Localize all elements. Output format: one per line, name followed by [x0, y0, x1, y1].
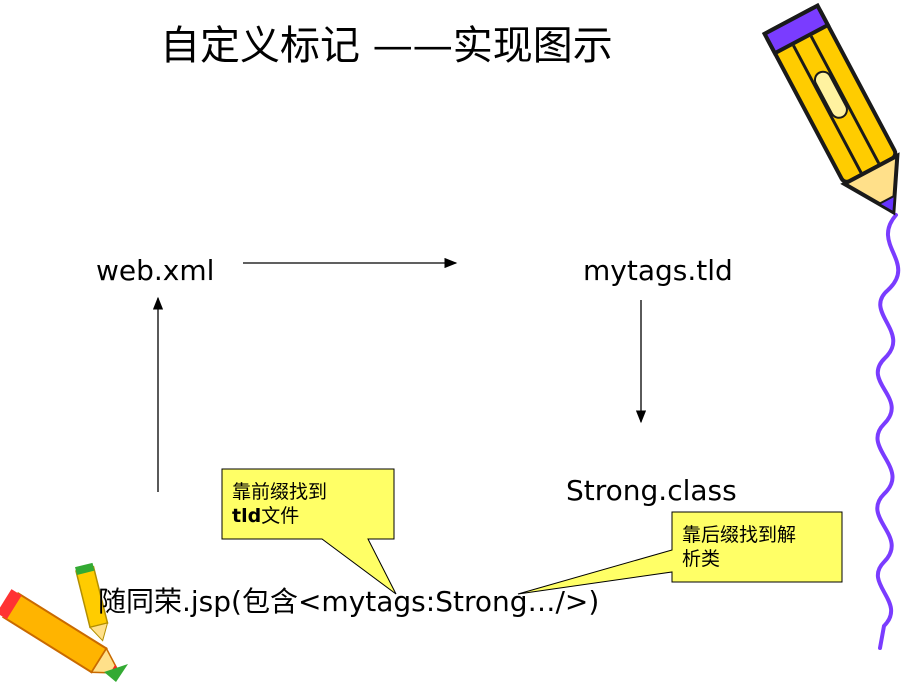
squiggle-line-icon — [875, 213, 901, 650]
callout-suffix-text: 靠后缀找到解 析类 — [682, 523, 796, 571]
node-mytags-tld: mytags.tld — [583, 254, 733, 287]
callout-prefix-line1: 靠前缀找到 — [232, 481, 328, 503]
callout-prefix-rest: 文件 — [261, 505, 300, 527]
slide-title: 自定义标记 ——实现图示 — [160, 23, 613, 69]
callout-prefix-line2: tld文件 — [232, 504, 327, 528]
pencils-bottom-left-icon — [0, 562, 128, 682]
pencil-top-right-icon — [761, 2, 900, 216]
node-web-xml: web.xml — [96, 254, 215, 287]
node-strong-class: Strong.class — [566, 474, 737, 507]
callout-prefix-shape — [221, 468, 397, 595]
node-jsp-file: 随同荣.jsp(包含<mytags:Strong…/>) — [98, 585, 600, 618]
callout-prefix-bold: tld — [232, 505, 262, 527]
callout-suffix-shape — [517, 511, 843, 595]
callout-suffix-line2: 析类 — [682, 548, 721, 570]
callout-suffix-line1: 靠后缀找到解 — [682, 524, 797, 546]
callout-prefix-text: 靠前缀找到 tld文件 — [232, 480, 327, 528]
